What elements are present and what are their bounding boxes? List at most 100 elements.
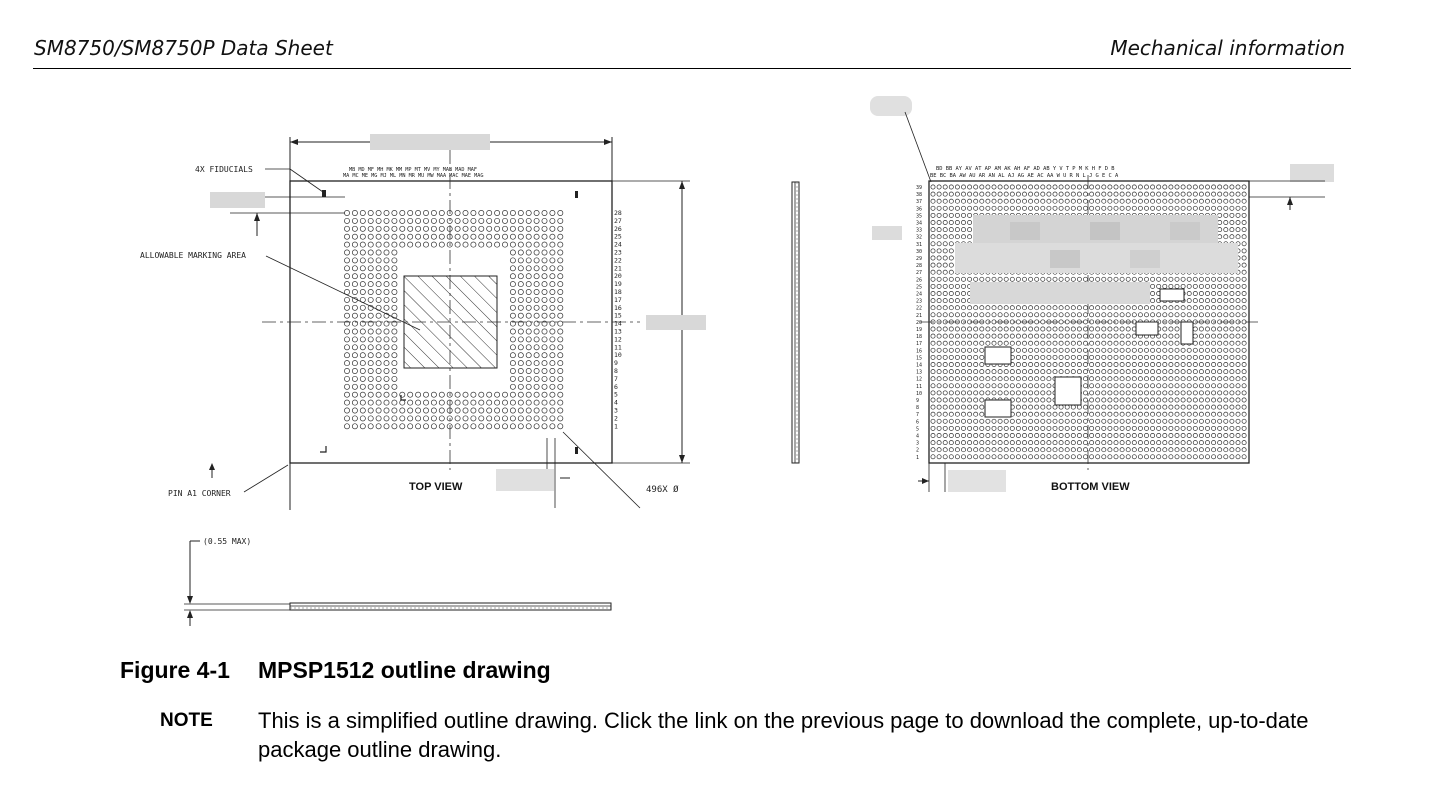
solder-ball [1174,362,1180,367]
solder-ball [1192,425,1198,431]
solder-ball [1168,283,1174,289]
solder-ball [954,362,960,367]
solder-ball [1186,298,1192,304]
solder-ball [391,296,398,303]
solder-ball [1235,305,1241,311]
solder-ball [967,227,973,233]
solder-ball [1198,411,1204,417]
solder-ball [985,433,991,438]
solder-ball [979,369,985,375]
solder-ball [1211,291,1217,296]
solder-ball [930,369,936,375]
solder-ball [1040,418,1046,424]
solder-ball [1137,397,1143,403]
solder-ball [973,425,979,431]
solder-ball [1089,376,1095,382]
solder-ball [549,217,556,224]
solder-ball [1046,184,1052,190]
solder-ball [1015,354,1021,360]
solder-ball [1180,362,1186,367]
solder-ball [1009,369,1015,375]
solder-ball [1223,212,1229,218]
solder-ball [1015,369,1021,375]
solder-ball [1015,198,1021,204]
solder-ball [446,399,453,406]
solder-ball [1095,333,1101,339]
solder-ball [1125,376,1131,382]
solder-ball [1095,305,1101,311]
solder-ball [1168,340,1174,346]
solder-ball [1070,433,1076,438]
solder-ball [391,304,398,311]
solder-ball [359,328,366,335]
solder-ball [517,265,524,272]
solder-ball [1070,333,1076,339]
solder-ball [961,184,966,190]
solder-ball [1223,354,1229,360]
solder-ball [1095,383,1101,389]
row-label: 23 [916,299,922,305]
solder-ball [1028,276,1034,282]
solder-ball [1131,347,1137,353]
solder-ball [430,423,437,430]
solder-ball [454,391,461,398]
solder-ball [1235,454,1241,460]
solder-ball [1211,298,1217,304]
solder-ball [942,276,948,282]
solder-ball [375,360,382,367]
solder-ball [1217,454,1223,460]
solder-ball [1241,283,1247,289]
row-label: 26 [916,277,922,283]
solder-ball [948,362,954,367]
solder-ball [973,354,979,360]
solder-ball [1217,347,1223,353]
solder-ball [1009,333,1015,339]
solder-ball [1217,376,1223,382]
solder-ball [1076,433,1082,438]
solder-ball [1107,447,1113,453]
solder-ball [1192,291,1198,296]
solder-ball [517,281,524,288]
solder-ball [1083,376,1088,382]
solder-ball [1205,354,1210,360]
solder-ball [557,249,564,256]
solder-ball [375,383,382,390]
solder-ball [991,369,997,375]
solder-ball [1205,291,1210,296]
solder-ball [973,326,979,332]
solder-ball [1119,440,1125,446]
solder-ball [1089,191,1095,197]
solder-ball [1198,205,1204,211]
solder-ball [1235,205,1241,211]
solder-ball [1223,418,1229,424]
solder-ball [1174,347,1180,353]
row-label: 20 [916,320,922,326]
solder-ball [1101,326,1107,332]
solder-ball [391,415,398,422]
solder-ball [1205,298,1210,304]
solder-ball [991,305,997,311]
solder-ball [1229,390,1235,396]
solder-ball [1198,447,1204,453]
solder-ball [1131,418,1137,424]
solder-ball [973,433,979,438]
solder-ball [1186,362,1192,367]
solder-ball [1046,418,1052,424]
solder-ball [954,411,960,417]
solder-ball [557,225,564,232]
solder-ball [517,399,524,406]
fiducial [575,191,578,198]
solder-ball [1150,447,1156,453]
solder-ball [486,407,493,414]
solder-ball [1040,347,1046,353]
solder-ball [1070,411,1076,417]
solder-ball [367,289,374,295]
solder-ball [415,217,422,224]
solder-ball [1058,454,1064,460]
solder-ball [1101,205,1107,211]
solder-ball [541,407,548,414]
solder-ball [1009,205,1015,211]
solder-ball [991,191,997,197]
solder-ball [494,241,501,248]
solder-ball [1022,312,1027,318]
